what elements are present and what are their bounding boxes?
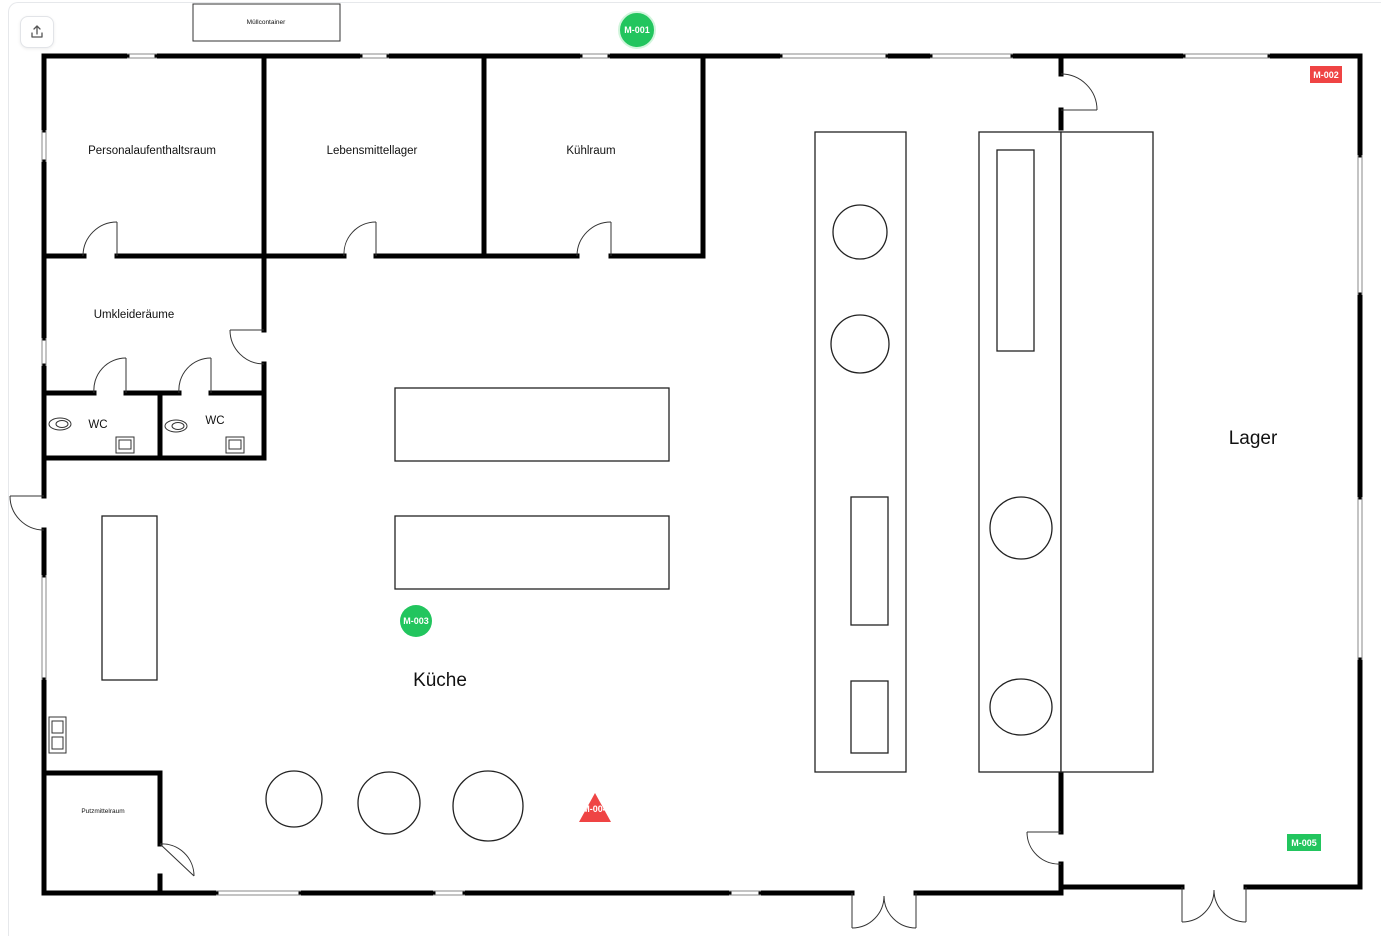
counter-bottom[interactable]: [394, 515, 670, 590]
burner-2[interactable]: [830, 314, 890, 374]
marker-m-005[interactable]: M-005: [1287, 834, 1321, 851]
burner-1[interactable]: [832, 204, 888, 260]
room-label-wc-1: WC: [88, 419, 107, 431]
marker-m-004-label: M-004: [582, 804, 608, 814]
sanitary-fixtures: [48, 417, 245, 754]
room-label-kitchen: Küche: [413, 670, 467, 691]
floorplan-canvas: [8, 2, 1381, 936]
griddle-1[interactable]: [850, 496, 889, 626]
storage-rack[interactable]: [1060, 131, 1154, 773]
kitchen-fixtures: [101, 131, 1154, 842]
room-label-cold-room: Kühlraum: [566, 145, 615, 157]
marker-m-002[interactable]: M-002: [1310, 66, 1342, 83]
burner-4[interactable]: [989, 678, 1053, 736]
room-label-wc-2: WC: [205, 415, 224, 427]
export-button[interactable]: [20, 16, 54, 48]
room-labels: Personalaufenthaltsraum Lebensmittellage…: [81, 145, 1278, 815]
burner-3[interactable]: [989, 496, 1053, 560]
room-label-food-storage: Lebensmittellager: [327, 145, 418, 157]
round-unit-3[interactable]: [452, 770, 524, 842]
waste-container-label: Müllcontainer: [247, 19, 286, 26]
windows: [41, 53, 1363, 896]
markers: M-001 M-002 M-003 M-004 M-005: [400, 11, 1342, 851]
marker-m-004[interactable]: M-004: [579, 793, 611, 822]
griddle-2[interactable]: [850, 680, 889, 754]
upload-icon: [31, 25, 43, 38]
marker-m-001[interactable]: M-001: [618, 11, 656, 49]
counter-top[interactable]: [394, 387, 670, 462]
marker-m-003[interactable]: M-003: [400, 605, 432, 637]
waste-container[interactable]: Müllcontainer: [192, 3, 341, 42]
room-label-personal: Personalaufenthaltsraum: [88, 145, 216, 157]
room-label-changing-rooms: Umkleideräume: [94, 309, 175, 321]
room-label-storage: Lager: [1229, 428, 1278, 449]
marker-m-002-label: M-002: [1313, 70, 1339, 80]
room-label-cleaning-room: Putzmittelraum: [81, 808, 124, 815]
marker-m-001-label: M-001: [624, 25, 650, 35]
round-unit-1[interactable]: [265, 770, 323, 828]
marker-m-003-label: M-003: [403, 616, 429, 626]
doors: [9, 73, 1247, 929]
left-table[interactable]: [101, 515, 158, 681]
round-unit-2[interactable]: [357, 771, 421, 835]
marker-m-005-label: M-005: [1291, 838, 1317, 848]
prep-slot[interactable]: [996, 149, 1035, 352]
walls: [41, 53, 1363, 896]
